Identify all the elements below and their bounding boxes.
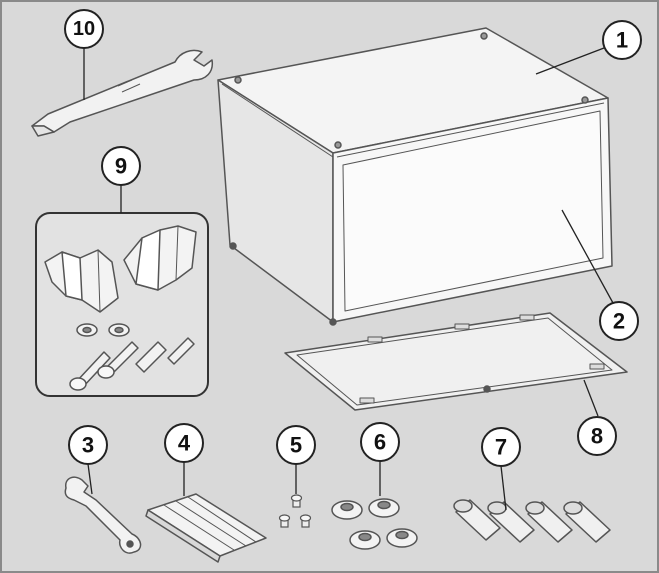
- plinth-screw: [581, 96, 589, 104]
- plinth-front-panel: [342, 110, 604, 312]
- base-plate-hole: [483, 385, 491, 393]
- washer-small: [108, 323, 130, 337]
- wedge-pad: [145, 493, 267, 563]
- plinth-foot: [229, 242, 237, 250]
- callout-6: 6: [360, 422, 400, 462]
- leader-lines: [83, 47, 614, 511]
- small-screws: [278, 494, 312, 528]
- callout-label: 10: [73, 18, 95, 40]
- callout-3: 3: [68, 425, 108, 465]
- wedge-pad-groove: [175, 500, 247, 547]
- callout-label: 2: [613, 309, 625, 334]
- wall-screw: [69, 351, 111, 391]
- callout-1: 1: [602, 20, 642, 60]
- spacer-ring: [368, 498, 400, 518]
- callout-4: 4: [164, 423, 204, 463]
- spacer-ring: [349, 530, 381, 550]
- dowel: [525, 501, 573, 543]
- leader-line: [583, 379, 599, 417]
- base-plate-tab: [359, 397, 375, 404]
- plinth-screw: [334, 141, 342, 149]
- wrench-marking: [121, 83, 141, 93]
- leader-line: [500, 465, 507, 511]
- callout-label: 7: [495, 435, 507, 460]
- wedge-pad-groove: [163, 504, 235, 551]
- base-plate-rim: [296, 317, 613, 406]
- plinth-edge: [336, 102, 605, 158]
- wall-plug: [167, 337, 195, 365]
- dowel: [453, 499, 501, 541]
- dowels: [453, 499, 611, 543]
- dowel: [563, 501, 611, 543]
- callout-7: 7: [481, 427, 521, 467]
- base-plate-tab: [454, 323, 470, 330]
- callout-label: 4: [178, 431, 191, 456]
- callout-10: 10: [64, 9, 104, 49]
- leader-line: [87, 463, 93, 495]
- wrench-marking: [117, 79, 133, 87]
- base-plate-tab: [519, 314, 535, 321]
- plinth-screw: [234, 76, 242, 84]
- spacer-ring: [386, 528, 418, 548]
- callout-label: 8: [591, 424, 603, 449]
- wedge-pad-edge: [145, 509, 221, 563]
- spacer-rings: [331, 498, 418, 550]
- callout-label: 1: [616, 28, 628, 53]
- callout-2: 2: [599, 301, 639, 341]
- plinth-box: [217, 27, 613, 326]
- callout-label: 3: [82, 433, 94, 458]
- bracket-left: [44, 249, 119, 313]
- base-plate-tab: [589, 363, 605, 370]
- spanner-tool: [64, 476, 142, 554]
- wrench-tool: [31, 49, 214, 137]
- callout-9: 9: [101, 146, 141, 186]
- dowel: [487, 501, 535, 543]
- wall-screw: [97, 341, 139, 379]
- base-plate: [284, 312, 628, 411]
- spanner-body: [64, 476, 142, 554]
- wrench-body: [31, 49, 214, 133]
- wall-plug: [135, 341, 167, 373]
- small-screw: [290, 494, 303, 508]
- callout-label: 5: [290, 433, 302, 458]
- spacer-ring: [331, 500, 363, 520]
- small-screw: [278, 514, 291, 528]
- callout-label: 6: [374, 430, 386, 455]
- leader-line: [561, 209, 614, 304]
- plinth-edge: [221, 83, 334, 158]
- wedge-pad-groove: [187, 496, 257, 543]
- washer-small: [76, 323, 98, 337]
- plinth-screw: [480, 32, 488, 40]
- callout-5: 5: [276, 425, 316, 465]
- bracket-right: [123, 225, 197, 291]
- plinth-foot: [329, 318, 337, 326]
- callout-8: 8: [577, 416, 617, 456]
- mounting-kit: [35, 212, 209, 397]
- base-plate-tab: [367, 336, 383, 343]
- wrench-jaw: [31, 125, 55, 137]
- spanner-hole: [126, 540, 134, 548]
- small-screw: [299, 514, 312, 528]
- callout-label: 9: [115, 154, 127, 179]
- leader-line: [535, 47, 605, 75]
